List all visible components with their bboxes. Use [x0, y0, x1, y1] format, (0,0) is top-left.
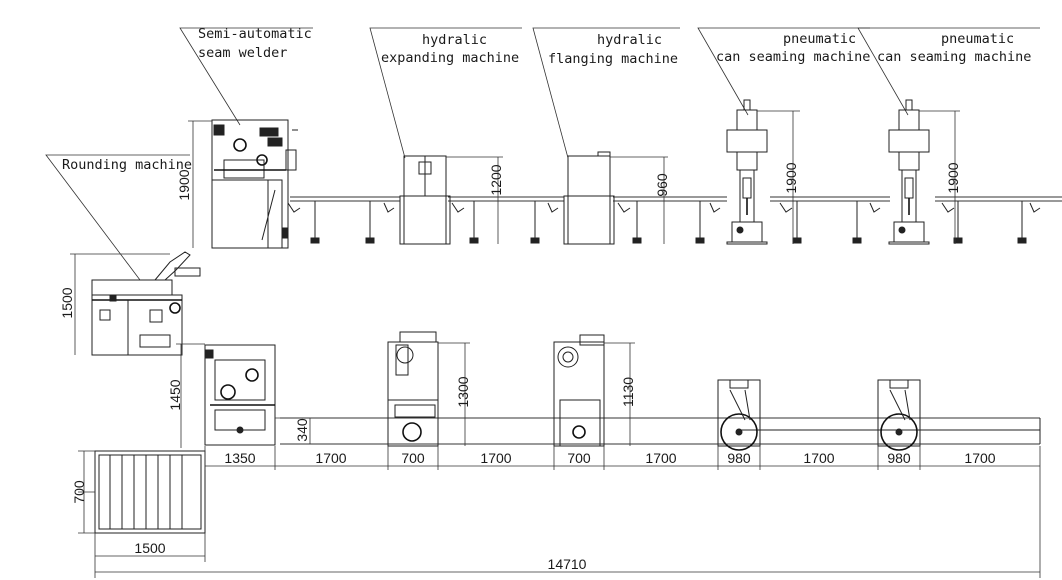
welder-label-line2: seam welder [198, 45, 287, 61]
flanger-plan-dim: 1130 [620, 377, 636, 407]
plan-view: 1450 340 1300 113 [71, 331, 1041, 578]
expander-label-line2: expanding machine [381, 50, 519, 66]
dim-980-a: 980 [727, 450, 751, 466]
expander-height-dim: 1200 [488, 164, 504, 195]
welder-height-dim: 1900 [176, 169, 192, 200]
expander-plan-view: 1300 [387, 331, 471, 447]
seamer2-side-view: 1900 [888, 99, 961, 245]
labels: Semi-automatic seam welder Rounding mach… [45, 26, 1040, 281]
seamer2-plan-view [877, 379, 921, 451]
seamer2-label-line2: can seaming machine [877, 49, 1031, 65]
seamer1-plan-view [717, 379, 761, 451]
welder-plan-view: 1450 340 [167, 343, 311, 448]
rounding-side-view: 1500 [59, 251, 201, 356]
dim-980-b: 980 [887, 450, 911, 466]
dim-1350: 1350 [224, 450, 255, 466]
seamer1-height-dim: 1900 [783, 162, 799, 193]
dim-1700-c: 1700 [645, 450, 676, 466]
table-width-dim: 1500 [134, 540, 165, 556]
dim-700-a: 700 [401, 450, 425, 466]
seamer2-height-dim: 1900 [945, 162, 961, 193]
dim-700-b: 700 [567, 450, 591, 466]
overall-length-dim: 14710 [548, 556, 587, 572]
plan-table: 700 1500 [71, 450, 206, 562]
dim-1700-a: 1700 [315, 450, 346, 466]
dim-1700-d: 1700 [803, 450, 834, 466]
expander-plan-dim: 1300 [455, 376, 471, 407]
upper-conveyor [287, 196, 1062, 244]
flanger-plan-view: 1130 [553, 334, 636, 447]
seamer1-label-line2: can seaming machine [716, 49, 870, 65]
welder-plan-dim: 1450 [167, 379, 183, 410]
expander-side-view: 1200 [399, 155, 504, 245]
dimension-chain: 1350 1700 700 1700 700 1700 980 1700 980… [204, 446, 1041, 470]
flanger-side-view: 960 [563, 151, 670, 245]
table-depth-dim: 700 [71, 480, 87, 504]
dim-1700-b: 1700 [480, 450, 511, 466]
overall-dimension: 14710 [94, 470, 1041, 578]
rounding-height-dim: 1500 [59, 287, 75, 318]
seamer1-side-view: 1900 [726, 99, 800, 245]
expander-label-line1: hydralic [422, 32, 487, 48]
seamer2-label-line1: pneumatic [941, 31, 1014, 47]
welder-side-view: 1900 [176, 119, 298, 249]
flanger-label-line1: hydralic [597, 32, 662, 48]
seamer1-label-line1: pneumatic [783, 31, 856, 47]
rounding-label: Rounding machine [62, 157, 192, 173]
welder-label-line1: Semi-automatic [198, 26, 312, 42]
dim-1700-e: 1700 [964, 450, 995, 466]
flanger-height-dim: 960 [654, 173, 670, 197]
plan-offset-dim: 340 [294, 418, 310, 442]
flanger-label-line2: flanging machine [548, 51, 678, 67]
side-elevation: 1900 [59, 99, 1062, 356]
